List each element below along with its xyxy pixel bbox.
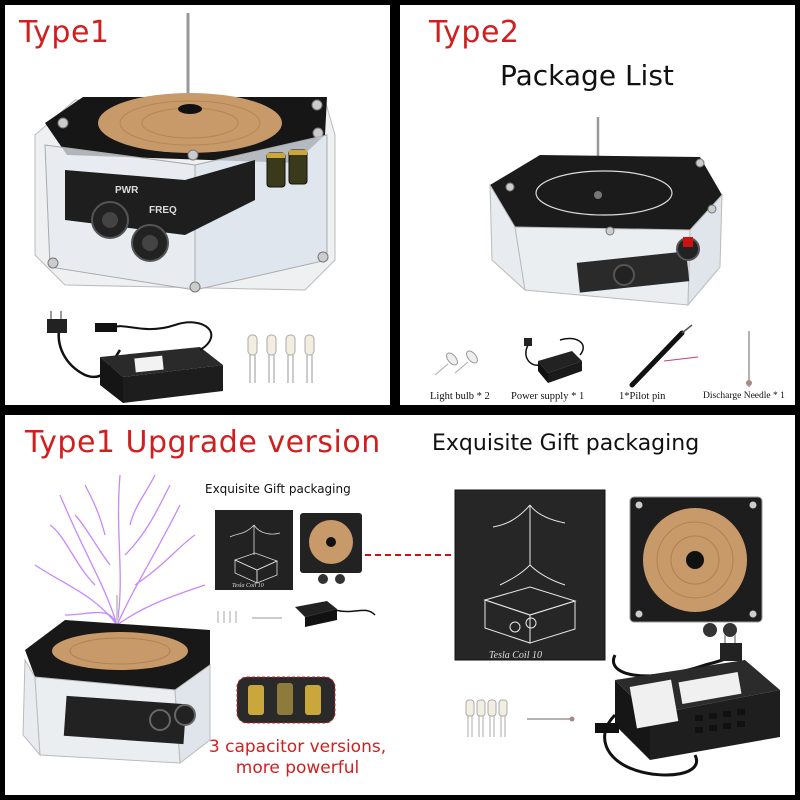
power-adapter-large [595,635,780,777]
small-gift-set: Tesla Coil 10 [215,510,453,627]
package-list-heading: Package List [500,59,674,92]
type1-title: Type1 [19,15,110,50]
package-item-label: Power supply * 1 [511,391,585,402]
package-item-label: 1*Pilot pin [619,391,666,402]
type2-panel: Type2 Package List [400,5,795,405]
coil-top-view [629,496,763,637]
type2-title: Type2 [429,15,520,50]
brass-disk [98,93,282,153]
capacitor-note: 3 capacitor versions, more powerful [205,737,390,779]
pilot-pin-icon [629,324,699,388]
lightning-arc [34,474,206,626]
bulbs-and-needle-large [465,699,575,737]
power-adapter [47,311,223,403]
svg-text:FREQ: FREQ [149,205,177,216]
svg-text:PWR: PWR [115,185,139,196]
gift-packaging-small-label: Exquisite Gift packaging [205,482,351,496]
type1-panel: Type1 [5,5,390,405]
svg-text:Tesla Coil 10: Tesla Coil 10 [489,650,542,661]
capacitor-note-line1: 3 capacitor versions, [208,737,387,757]
package-item-label: Discharge Needle * 1 [703,391,785,401]
upgrade-panel: Type1 Upgrade version Exquisite Gift pac… [5,415,795,795]
package-item-label: Light bulb * 2 [430,391,490,402]
package-items [434,324,752,388]
type2-coil-device [489,117,723,307]
discharge-needle-icon [746,331,752,387]
neon-bulbs [247,334,315,383]
upgrade-title: Type1 Upgrade version [25,425,381,460]
capacitor-closeup [236,676,336,724]
capacitor-note-line2: more powerful [235,758,360,778]
sparking-coil [22,474,211,764]
light-bulb-icon [434,350,478,376]
tesla-coil-device: PWR FREQ [34,13,336,293]
svg-text:Tesla Coil 10: Tesla Coil 10 [232,583,264,589]
gift-packaging-heading: Exquisite Gift packaging [432,431,700,456]
power-supply-icon [524,337,584,383]
gift-box-large: Tesla Coil 10 [454,489,606,661]
